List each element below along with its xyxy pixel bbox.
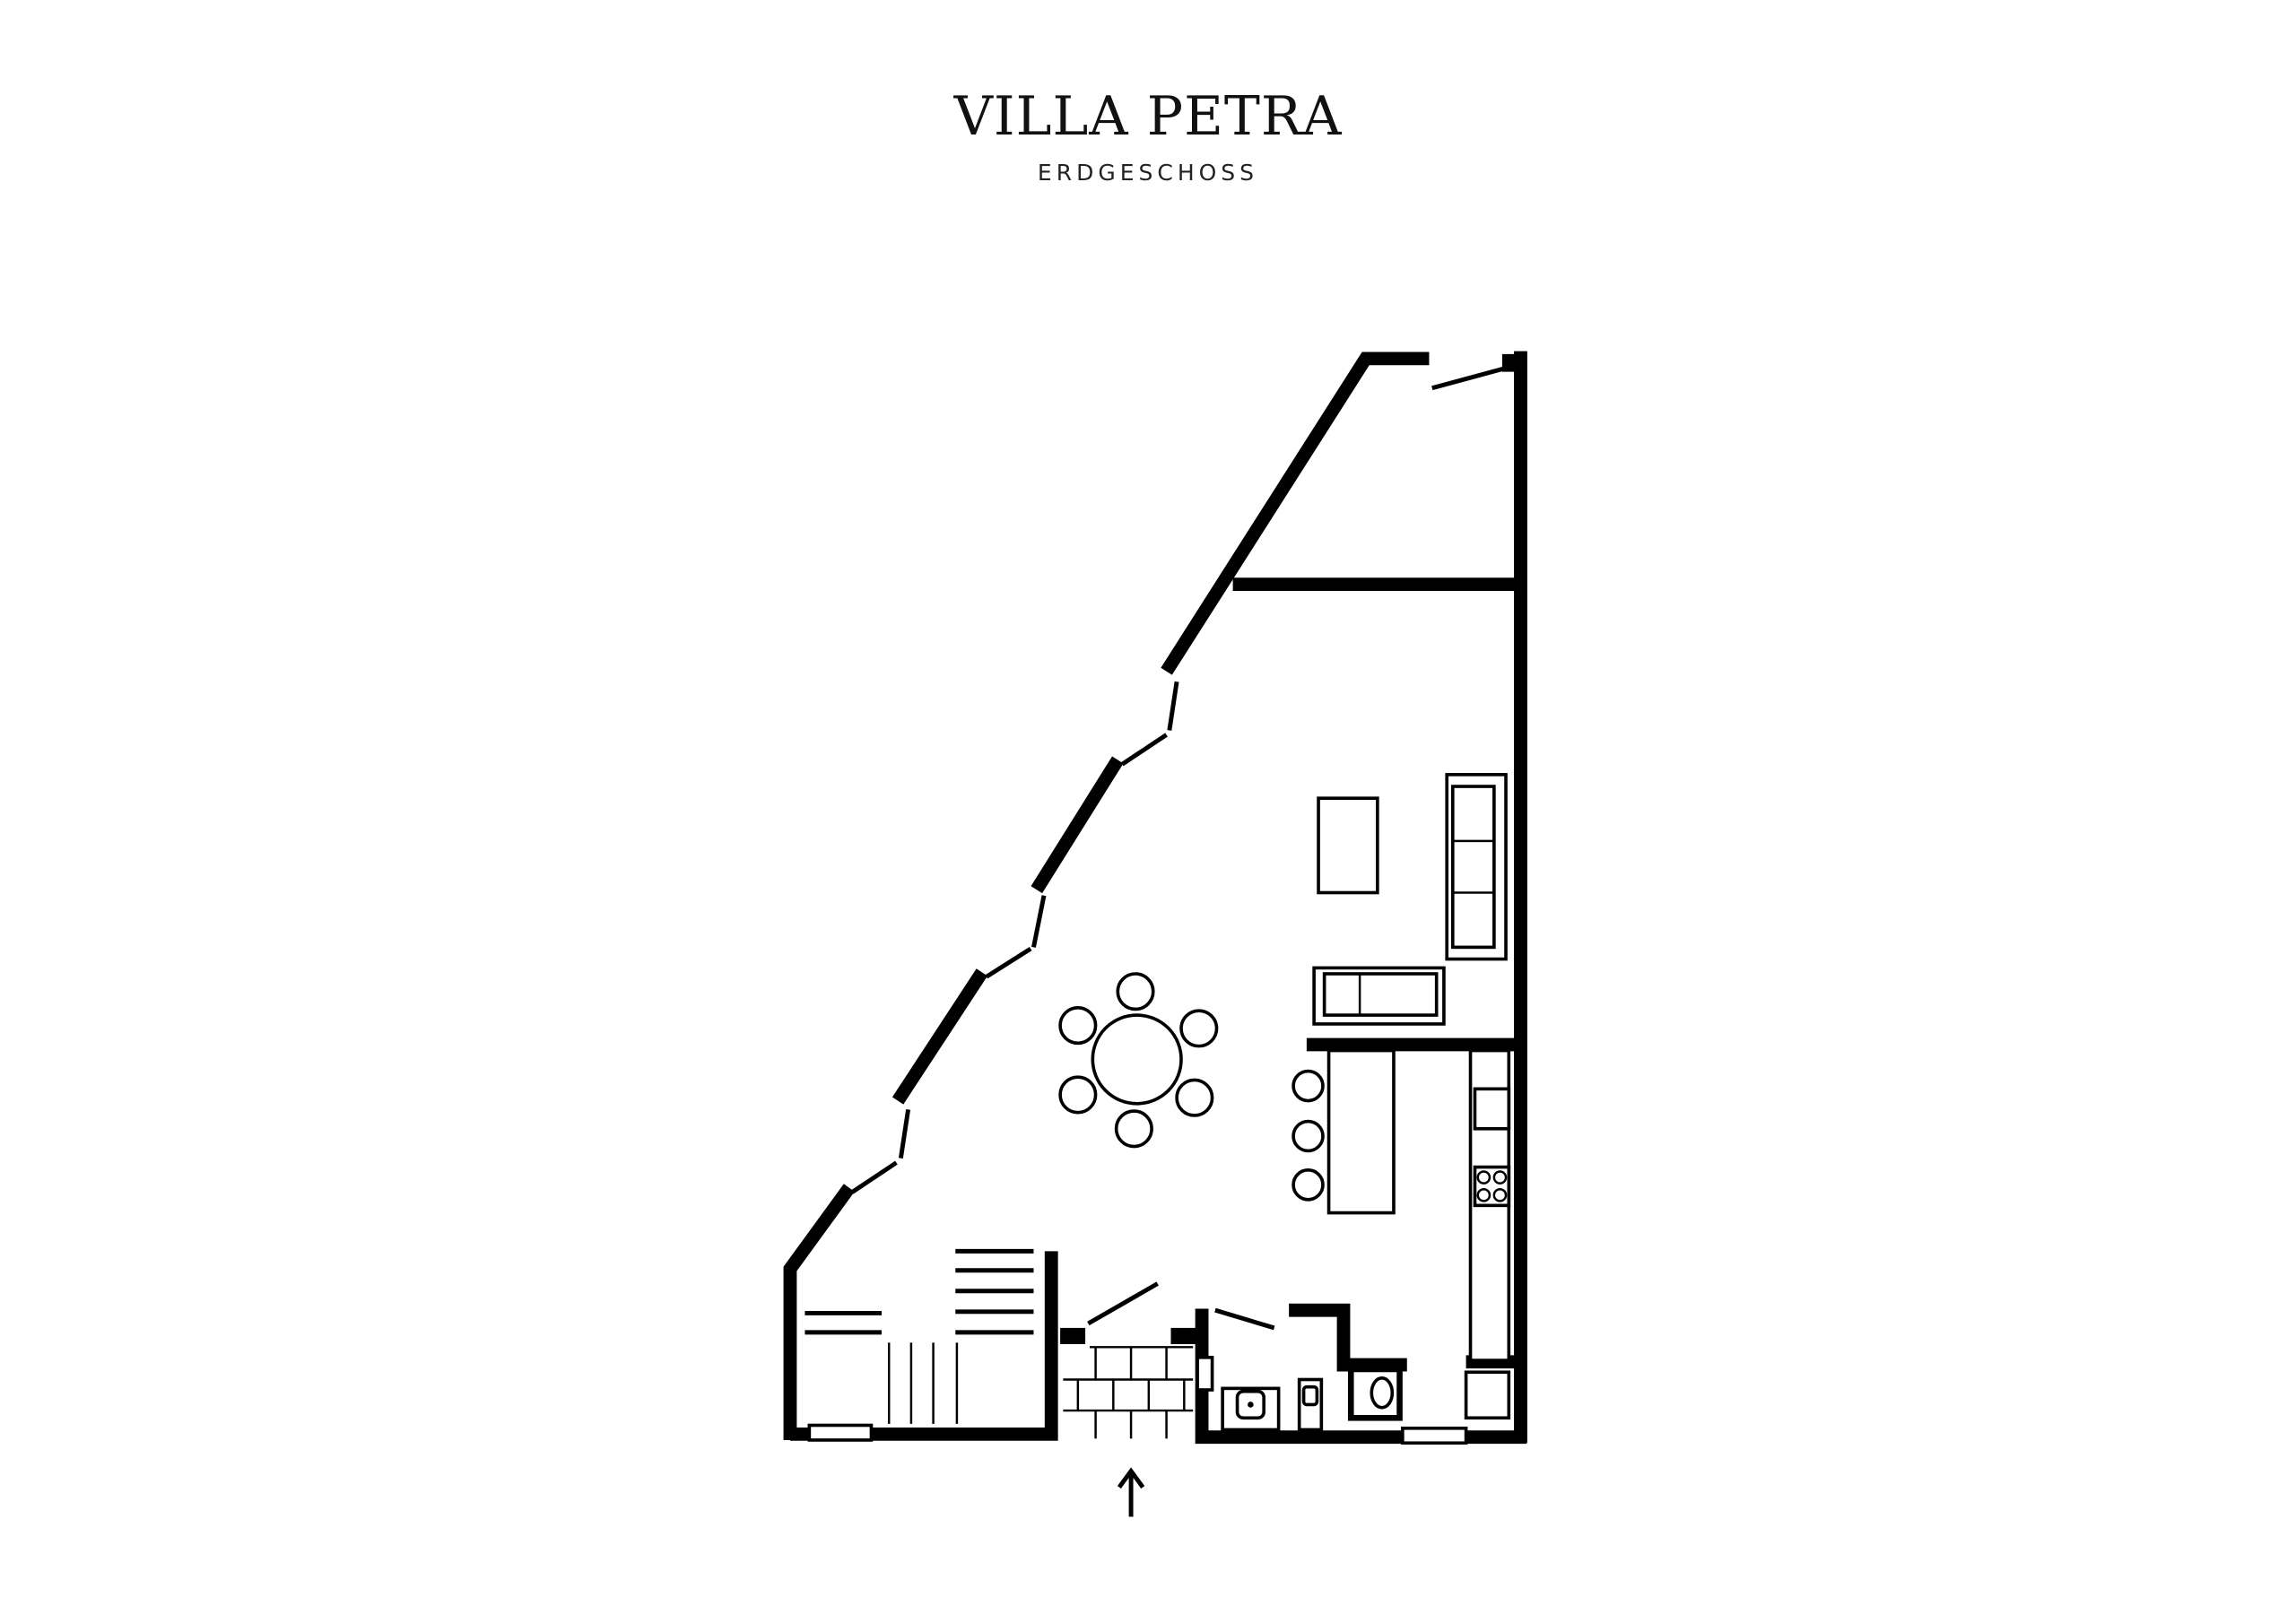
toilet-seat — [1301, 1384, 1319, 1407]
window-stair-room — [807, 1423, 874, 1442]
staircase — [804, 1248, 1034, 1424]
living-room — [1312, 773, 1508, 1026]
diagonal-wall-2 — [891, 968, 988, 1105]
window — [850, 1160, 898, 1194]
page-title: VILLA PETRA — [953, 85, 1343, 148]
fridge-icon — [1464, 1370, 1511, 1420]
drain — [1248, 1402, 1254, 1408]
stair-room-wall — [789, 1251, 1058, 1441]
kitchen-island — [1326, 1048, 1396, 1215]
dining-chair — [1058, 1075, 1098, 1115]
window-bathroom — [1196, 1356, 1214, 1392]
windows-doors — [807, 366, 1504, 1445]
arrow-up-icon — [1117, 1467, 1145, 1517]
dining-chair — [1175, 1078, 1214, 1117]
coffee-table — [1317, 796, 1379, 895]
sofa-seat — [1450, 785, 1496, 950]
dining-chair — [1116, 972, 1155, 1011]
bar-stool — [1292, 1168, 1325, 1202]
entrance-door — [1087, 1281, 1159, 1326]
entrance-stub-left — [1060, 1327, 1086, 1345]
entrance-stub-right — [1170, 1327, 1196, 1345]
diagonal-wall-1 — [1031, 756, 1124, 894]
diagonal-wall-3 — [783, 1184, 855, 1440]
burner — [1492, 1170, 1508, 1185]
window — [1031, 895, 1047, 948]
window — [1120, 733, 1168, 767]
window-utility — [1401, 1426, 1468, 1445]
dining-area — [1058, 972, 1219, 1149]
window — [1167, 681, 1179, 731]
washer-drum — [1370, 1376, 1395, 1410]
kitchen — [1292, 1048, 1511, 1362]
dining-chair — [1179, 1009, 1219, 1048]
window — [985, 946, 1032, 979]
burner — [1476, 1188, 1492, 1202]
dining-table — [1091, 1013, 1183, 1106]
kitchen-sink-icon — [1473, 1087, 1511, 1131]
bathroom-inner-wall — [1289, 1303, 1407, 1372]
bathroom-door — [1214, 1307, 1275, 1331]
burner — [1492, 1188, 1508, 1202]
window — [898, 1109, 911, 1159]
walls — [783, 351, 1527, 1445]
arrow-head — [1117, 1467, 1145, 1489]
floor-label: ERDGESCHOSS — [1037, 160, 1259, 186]
bar-stool — [1292, 1119, 1325, 1153]
top-wall — [1161, 352, 1430, 675]
loveseat-seat — [1322, 972, 1439, 1017]
dining-chair — [1114, 1109, 1153, 1149]
burner — [1476, 1170, 1492, 1185]
entrance-steps — [1063, 1346, 1194, 1439]
bar-stool — [1292, 1069, 1325, 1103]
bathroom-fixtures — [1221, 1366, 1511, 1432]
door-top — [1431, 366, 1504, 391]
dining-chair — [1058, 1006, 1098, 1046]
